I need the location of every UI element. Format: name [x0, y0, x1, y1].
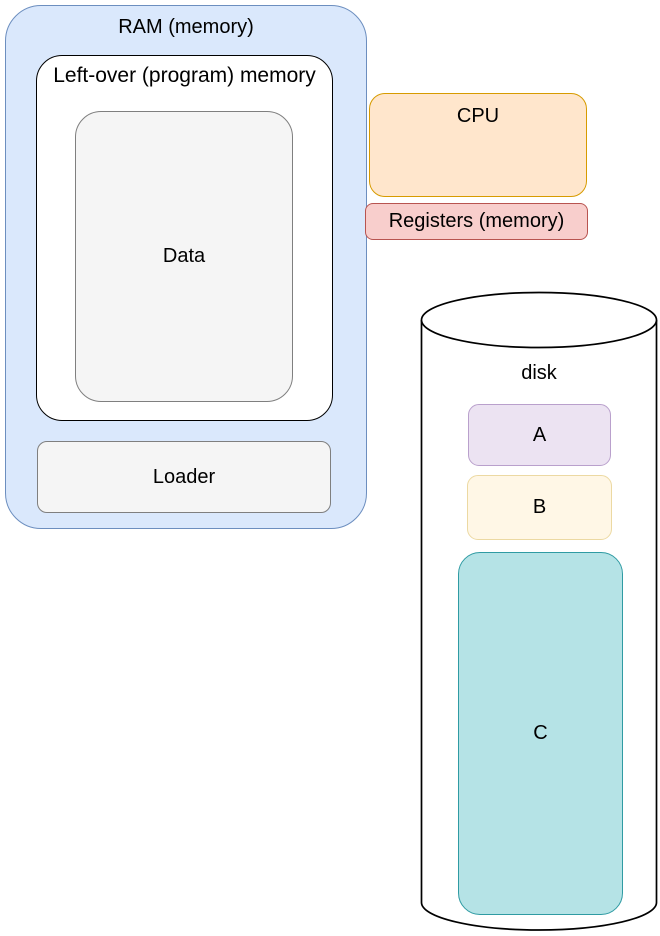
disk-cylinder-top — [420, 291, 658, 349]
registers-label: Registers (memory) — [388, 210, 565, 232]
disk-block-b-label: B — [532, 496, 547, 518]
disk-block-b: B — [467, 475, 612, 540]
cpu-label: CPU — [456, 105, 500, 127]
data-box: Data — [75, 111, 293, 402]
disk-block-c-label: C — [533, 722, 548, 744]
loader-box: Loader — [37, 441, 331, 513]
registers-box: Registers (memory) — [365, 203, 588, 240]
disk-block-c: C — [458, 552, 623, 915]
loader-label: Loader — [152, 465, 216, 488]
disk-block-a-label: A — [532, 423, 547, 446]
ram-label: RAM (memory) — [118, 16, 254, 38]
disk-label: disk — [521, 362, 557, 384]
cpu-box: CPU — [369, 93, 587, 197]
disk-block-a: A — [468, 404, 611, 466]
leftover-memory-label: Left-over (program) memory — [53, 64, 316, 87]
data-label: Data — [162, 245, 206, 267]
